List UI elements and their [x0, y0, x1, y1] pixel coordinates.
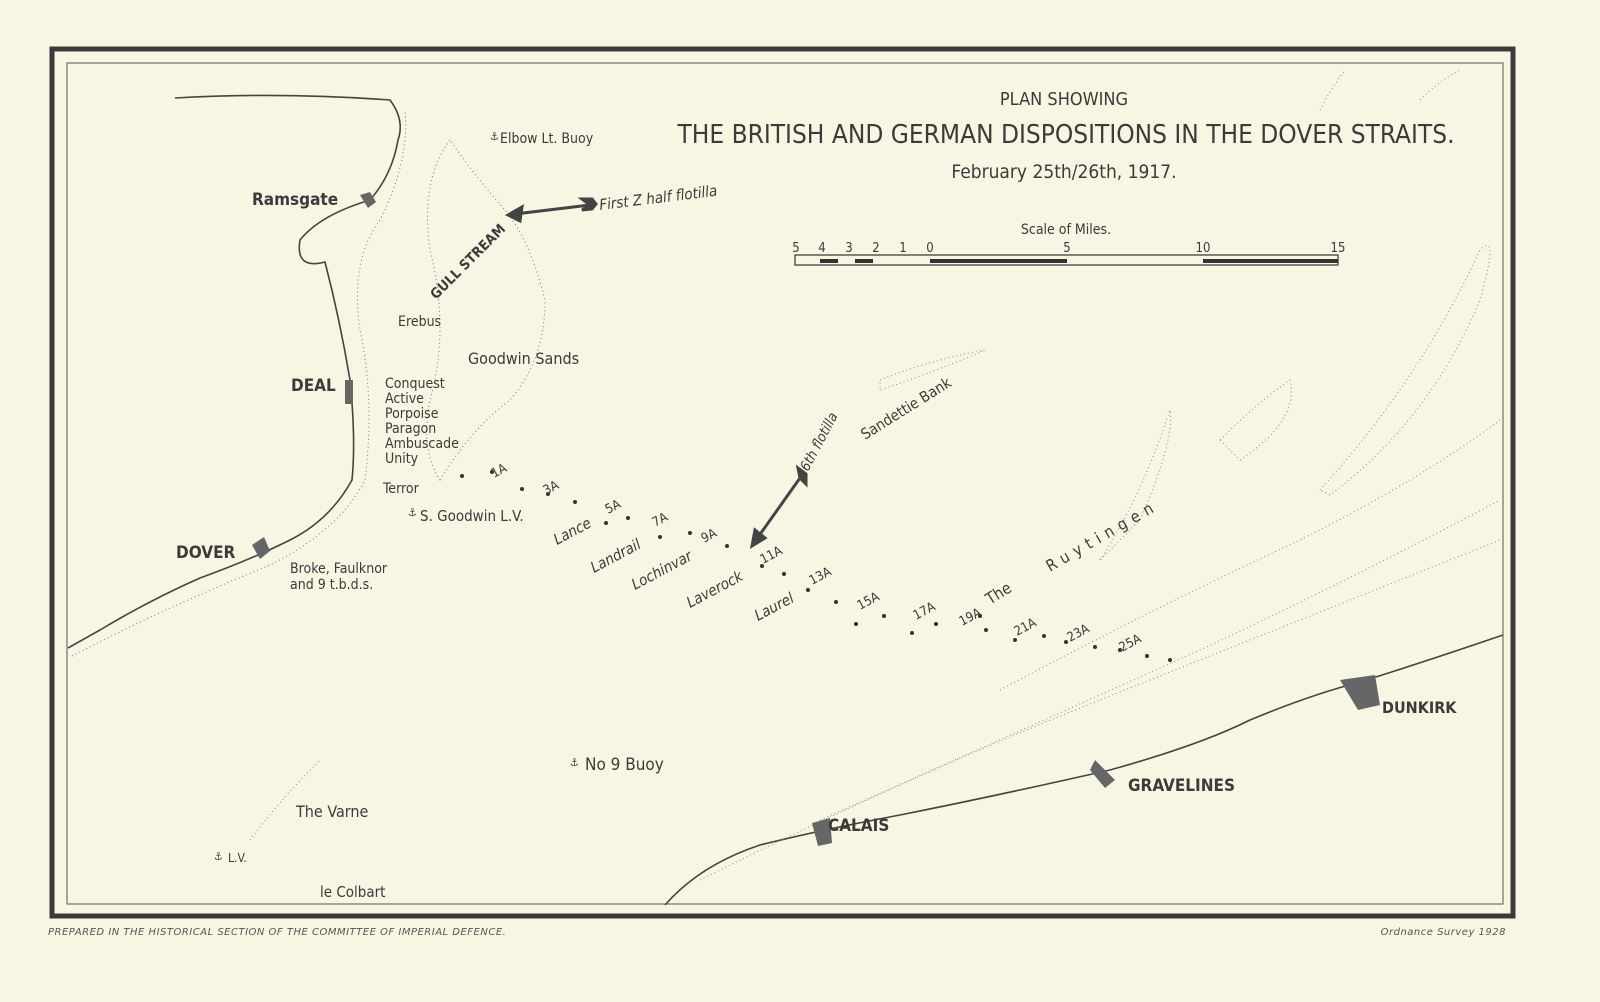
label-first-z-half-flotilla: First Z half flotilla [598, 182, 718, 214]
label-s-goodwin-lv: S. Goodwin L.V. [420, 507, 524, 525]
buoy-label: 11A [758, 544, 785, 568]
ship-label: and 9 t.b.d.s. [290, 577, 373, 593]
ship-label: Active [385, 391, 424, 407]
buoy-label: 9A [699, 526, 720, 546]
label-gull-stream: GULL STREAM [428, 221, 510, 303]
buoy-label: 15A [855, 590, 882, 614]
label-deal: DEAL [291, 376, 336, 396]
label-6th-flotilla: 6th flotilla [797, 410, 841, 474]
svg-text:⚓: ⚓ [490, 130, 499, 143]
scale-tick: 2 [872, 241, 879, 256]
ship-terror: Terror [382, 481, 420, 497]
arrow-6th-flotilla [749, 464, 808, 550]
ship-label: Unity [385, 451, 419, 467]
town-markers [252, 192, 1380, 846]
label-no9-buoy: No 9 Buoy [585, 755, 664, 775]
svg-text:⚓: ⚓ [214, 850, 223, 863]
label-ruytingen: Ruytingen [1043, 496, 1162, 576]
svg-text:⚓: ⚓ [408, 506, 417, 519]
scale-tick: 5 [1063, 241, 1070, 256]
scale-tick: 5 [792, 241, 799, 256]
label-lv: L.V. [228, 851, 247, 865]
label-calais: CALAIS [828, 816, 889, 836]
label-goodwin-sands: Goodwin Sands [468, 349, 579, 368]
buoy-label: 23A [1065, 622, 1092, 646]
ship-label: Paragon [385, 421, 436, 437]
inner-frame [66, 62, 1504, 905]
title-pre: PLAN SHOWING [1000, 89, 1128, 110]
scale-tick: 0 [926, 241, 933, 256]
buoy-label: 17A [911, 600, 938, 624]
goodwin-sands-outline [426, 139, 546, 481]
french-coast [664, 634, 1504, 906]
label-le-colbart: le Colbart [320, 883, 385, 901]
scale-tick: 10 [1196, 241, 1211, 256]
footer-credit: PREPARED IN THE HISTORICAL SECTION OF TH… [48, 927, 507, 938]
label-the: The [981, 578, 1015, 609]
buoy-label: 21A [1012, 616, 1039, 640]
map-title: THE BRITISH AND GERMAN DISPOSITIONS IN T… [677, 120, 1455, 150]
label-sandettie-bank: Sandettie Bank [858, 373, 955, 443]
map-date: February 25th/26th, 1917. [951, 161, 1176, 183]
scale-label: Scale of Miles. [1021, 222, 1111, 238]
ship-landrail: Landrail [587, 535, 644, 576]
scale-tick: 1 [899, 241, 906, 256]
label-ramsgate: Ramsgate [252, 190, 338, 210]
buoy-label: 3A [541, 478, 562, 498]
buoy-label: 19A [957, 606, 984, 630]
ship-laverock: Laverock [683, 566, 746, 611]
scale-tick: 4 [818, 241, 825, 256]
outer-frame [49, 46, 1516, 919]
scale-bar [794, 254, 1339, 266]
arrow-first-z [504, 197, 598, 224]
label-elbow-buoy: Elbow Lt. Buoy [500, 131, 594, 147]
label-the-varne: The Varne [295, 802, 369, 821]
footer-survey: Ordnance Survey 1928 [1380, 927, 1506, 938]
label-dunkirk: DUNKIRK [1382, 698, 1457, 717]
scale-tick: 15 [1331, 241, 1346, 256]
sandbanks [249, 69, 1501, 881]
svg-text:⚓: ⚓ [570, 756, 579, 769]
buoy-icons: ⚓ ⚓ ⚓ ⚓ [214, 130, 579, 863]
ship-laurel: Laurel [751, 589, 797, 625]
position-dots [460, 470, 1172, 662]
ship-label: Porpoise [385, 406, 439, 422]
english-coast [67, 94, 401, 649]
buoy-label: 7A [650, 510, 671, 530]
scale-tick: 3 [845, 241, 852, 256]
ship-lance: Lance [550, 514, 594, 549]
buoy-label: 25A [1117, 632, 1144, 656]
ship-label: Ambuscade [385, 436, 459, 452]
label-dover: DOVER [176, 543, 236, 563]
buoy-label: 1A [489, 461, 510, 481]
buoy-label: 5A [603, 497, 624, 517]
label-gravelines: GRAVELINES [1128, 776, 1235, 796]
ship-erebus: Erebus [398, 314, 441, 330]
ship-label: Conquest [385, 376, 445, 392]
english-coast-dots [71, 109, 407, 657]
buoy-label: 13A [807, 565, 834, 589]
ship-label: Broke, Faulknor [290, 561, 388, 577]
